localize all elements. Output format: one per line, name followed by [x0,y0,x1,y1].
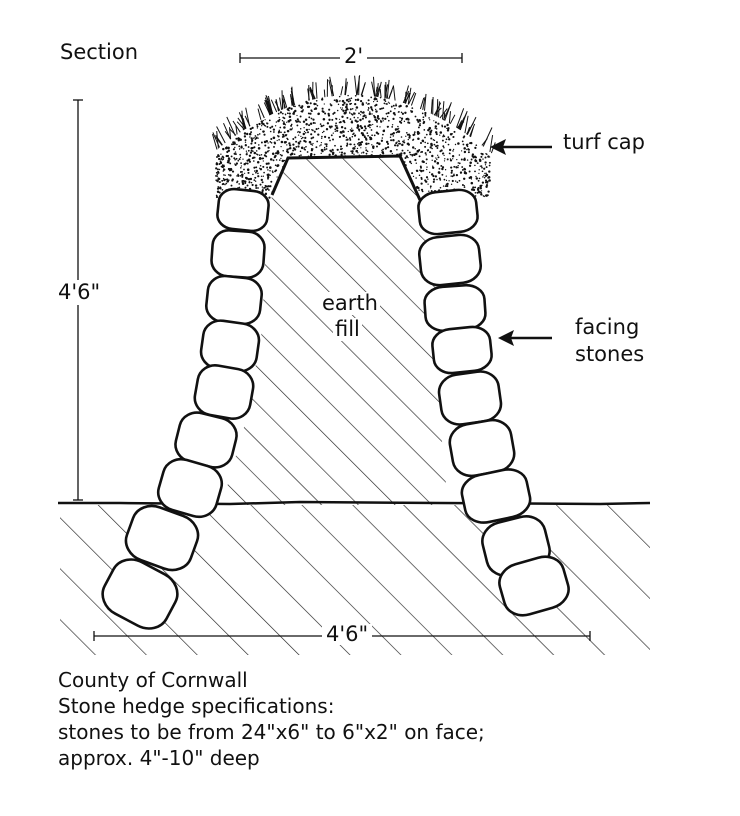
caption-line-3: stones to be from 24"x6" to 6"x2" on fac… [58,720,485,744]
facing-stone [156,457,224,519]
facing-stone [437,370,503,426]
caption-line-4: approx. 4"-10" deep [58,746,260,770]
height-label: 4'6" [58,280,101,305]
earth-fill-label-line1: earth [320,291,380,315]
caption-line-2: Stone hedge specifications: [58,694,335,718]
turf-cap-label: turf cap [563,130,645,154]
facing-stone [431,325,493,375]
facing-stones-arrow [498,330,552,346]
facing-stone [124,504,200,572]
facing-stone [210,229,266,279]
facing-stone [101,558,179,630]
facing-stone [216,187,270,233]
facing-stone [460,468,532,524]
facing-stone [423,283,487,333]
facing-stones [101,187,570,630]
facing-stone [417,233,483,287]
base-width-label: 4'6" [322,624,373,645]
earth-fill-label-line2: fill [333,317,362,341]
ground-line [58,500,651,506]
turf-cap-arrow [490,139,552,155]
facing-stones-label-line1: facing [575,315,640,339]
top-width-label: 2' [340,46,368,67]
caption-line-1: County of Cornwall [58,668,248,692]
section-label: Section [60,40,139,64]
turf-grass [212,75,496,154]
facing-stone [498,555,570,617]
facing-stone [205,274,263,326]
facing-stones-label-line2: stones [575,342,645,366]
facing-stone [417,188,479,236]
